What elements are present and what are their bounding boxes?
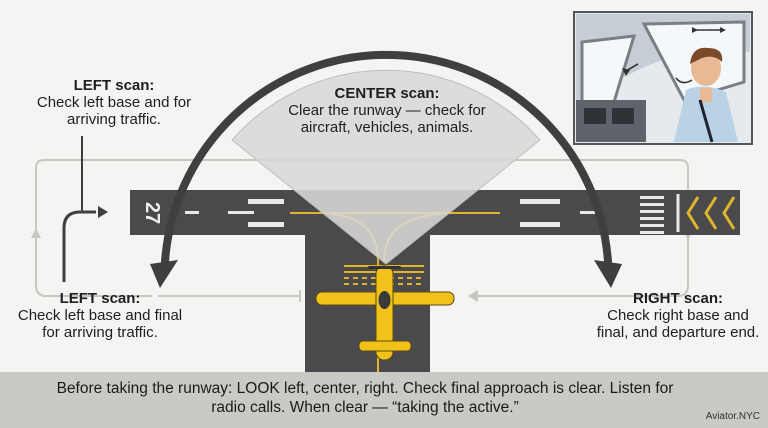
aiming-mark bbox=[248, 222, 284, 227]
left-scan-arrowhead-icon bbox=[98, 206, 108, 218]
center-scan-label: CENTER scan: Clear the runway — check fo… bbox=[262, 85, 512, 136]
centerline-dash bbox=[228, 211, 254, 214]
centerline-dash bbox=[185, 211, 199, 214]
centerline-dash bbox=[580, 211, 602, 214]
runway-markings bbox=[185, 199, 602, 227]
center-scan-cone bbox=[231, 69, 541, 265]
scan-arc bbox=[161, 50, 612, 266]
pattern-right-leg bbox=[470, 159, 689, 297]
pattern-left-arrow-icon bbox=[31, 228, 41, 238]
footer-band: Before taking the runway: LOOK left, cen… bbox=[0, 372, 768, 428]
left-scan-text: Check left base and final for arriving t… bbox=[17, 306, 183, 341]
runway-number: 27 bbox=[141, 202, 163, 224]
credit-watermark: Aviator.NYC bbox=[705, 411, 760, 422]
right-scan-label: RIGHT scan: Check right base and final, … bbox=[590, 290, 766, 341]
pilot-inset bbox=[573, 11, 753, 145]
aircraft-icon bbox=[315, 265, 455, 361]
right-scan-heading: RIGHT scan: bbox=[632, 290, 723, 307]
scan-arrow-left-icon bbox=[150, 260, 178, 288]
aiming-mark bbox=[520, 199, 560, 204]
displaced-chevrons bbox=[686, 196, 736, 230]
center-scan-heading: CENTER scan: bbox=[334, 85, 440, 102]
scan-arrow-right-icon bbox=[594, 260, 622, 288]
center-scan-text: Clear the runway — check for aircraft, v… bbox=[288, 101, 486, 136]
threshold-bars bbox=[640, 196, 664, 234]
left-scan-label-bottom: LEFT scan: Check left base and final for… bbox=[10, 290, 190, 341]
aiming-mark bbox=[520, 222, 560, 227]
aiming-mark bbox=[248, 199, 284, 204]
left-scan-text: Check left base and for arriving traffic… bbox=[36, 93, 192, 128]
left-scan-heading: LEFT scan: bbox=[59, 290, 141, 307]
right-scan-text: Check right base and final, and departur… bbox=[596, 306, 760, 341]
pattern-right-arrow-icon bbox=[468, 290, 478, 302]
footer-instructions: Before taking the runway: LOOK left, cen… bbox=[56, 380, 674, 417]
diagram-canvas: 27 bbox=[31, 11, 753, 372]
left-scan-label-top: LEFT scan: Check left base and for arriv… bbox=[14, 77, 214, 128]
traffic-pattern bbox=[35, 159, 689, 297]
pattern-left-leg bbox=[35, 159, 680, 297]
left-scan-heading: LEFT scan: bbox=[73, 77, 155, 94]
left-scan-arrow bbox=[62, 210, 96, 282]
